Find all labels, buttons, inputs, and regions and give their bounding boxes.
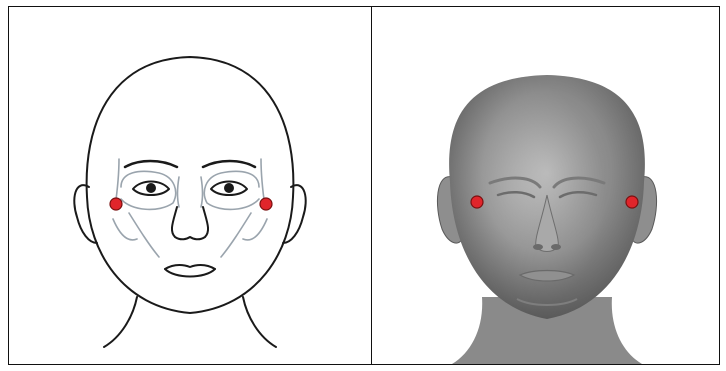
upper-lip: [165, 265, 215, 269]
neck-right: [243, 297, 276, 347]
marker-right-cheek-rendered: [626, 196, 638, 208]
left-eyebrow: [125, 161, 177, 167]
neck-left: [104, 297, 137, 347]
nasal-muscle-right: [201, 177, 203, 207]
right-zygomatic-muscle: [221, 213, 251, 257]
line-drawing-face: [9, 7, 371, 364]
right-pupil: [224, 183, 234, 193]
line-drawing-panel: [9, 7, 371, 364]
left-zygomatic-muscle: [129, 213, 159, 257]
marker-left-cheek: [110, 198, 122, 210]
rendered-face-panel: [372, 7, 719, 364]
lower-lip: [165, 269, 215, 277]
rendered-face: [372, 7, 719, 364]
nasal-muscle-left: [178, 177, 180, 207]
left-cheek-muscle: [113, 219, 137, 240]
marker-left-cheek-rendered: [471, 196, 483, 208]
nose: [172, 207, 208, 239]
marker-right-cheek: [260, 198, 272, 210]
right-cheek-muscle: [243, 219, 267, 240]
left-pupil: [146, 183, 156, 193]
right-eyebrow: [203, 161, 255, 167]
